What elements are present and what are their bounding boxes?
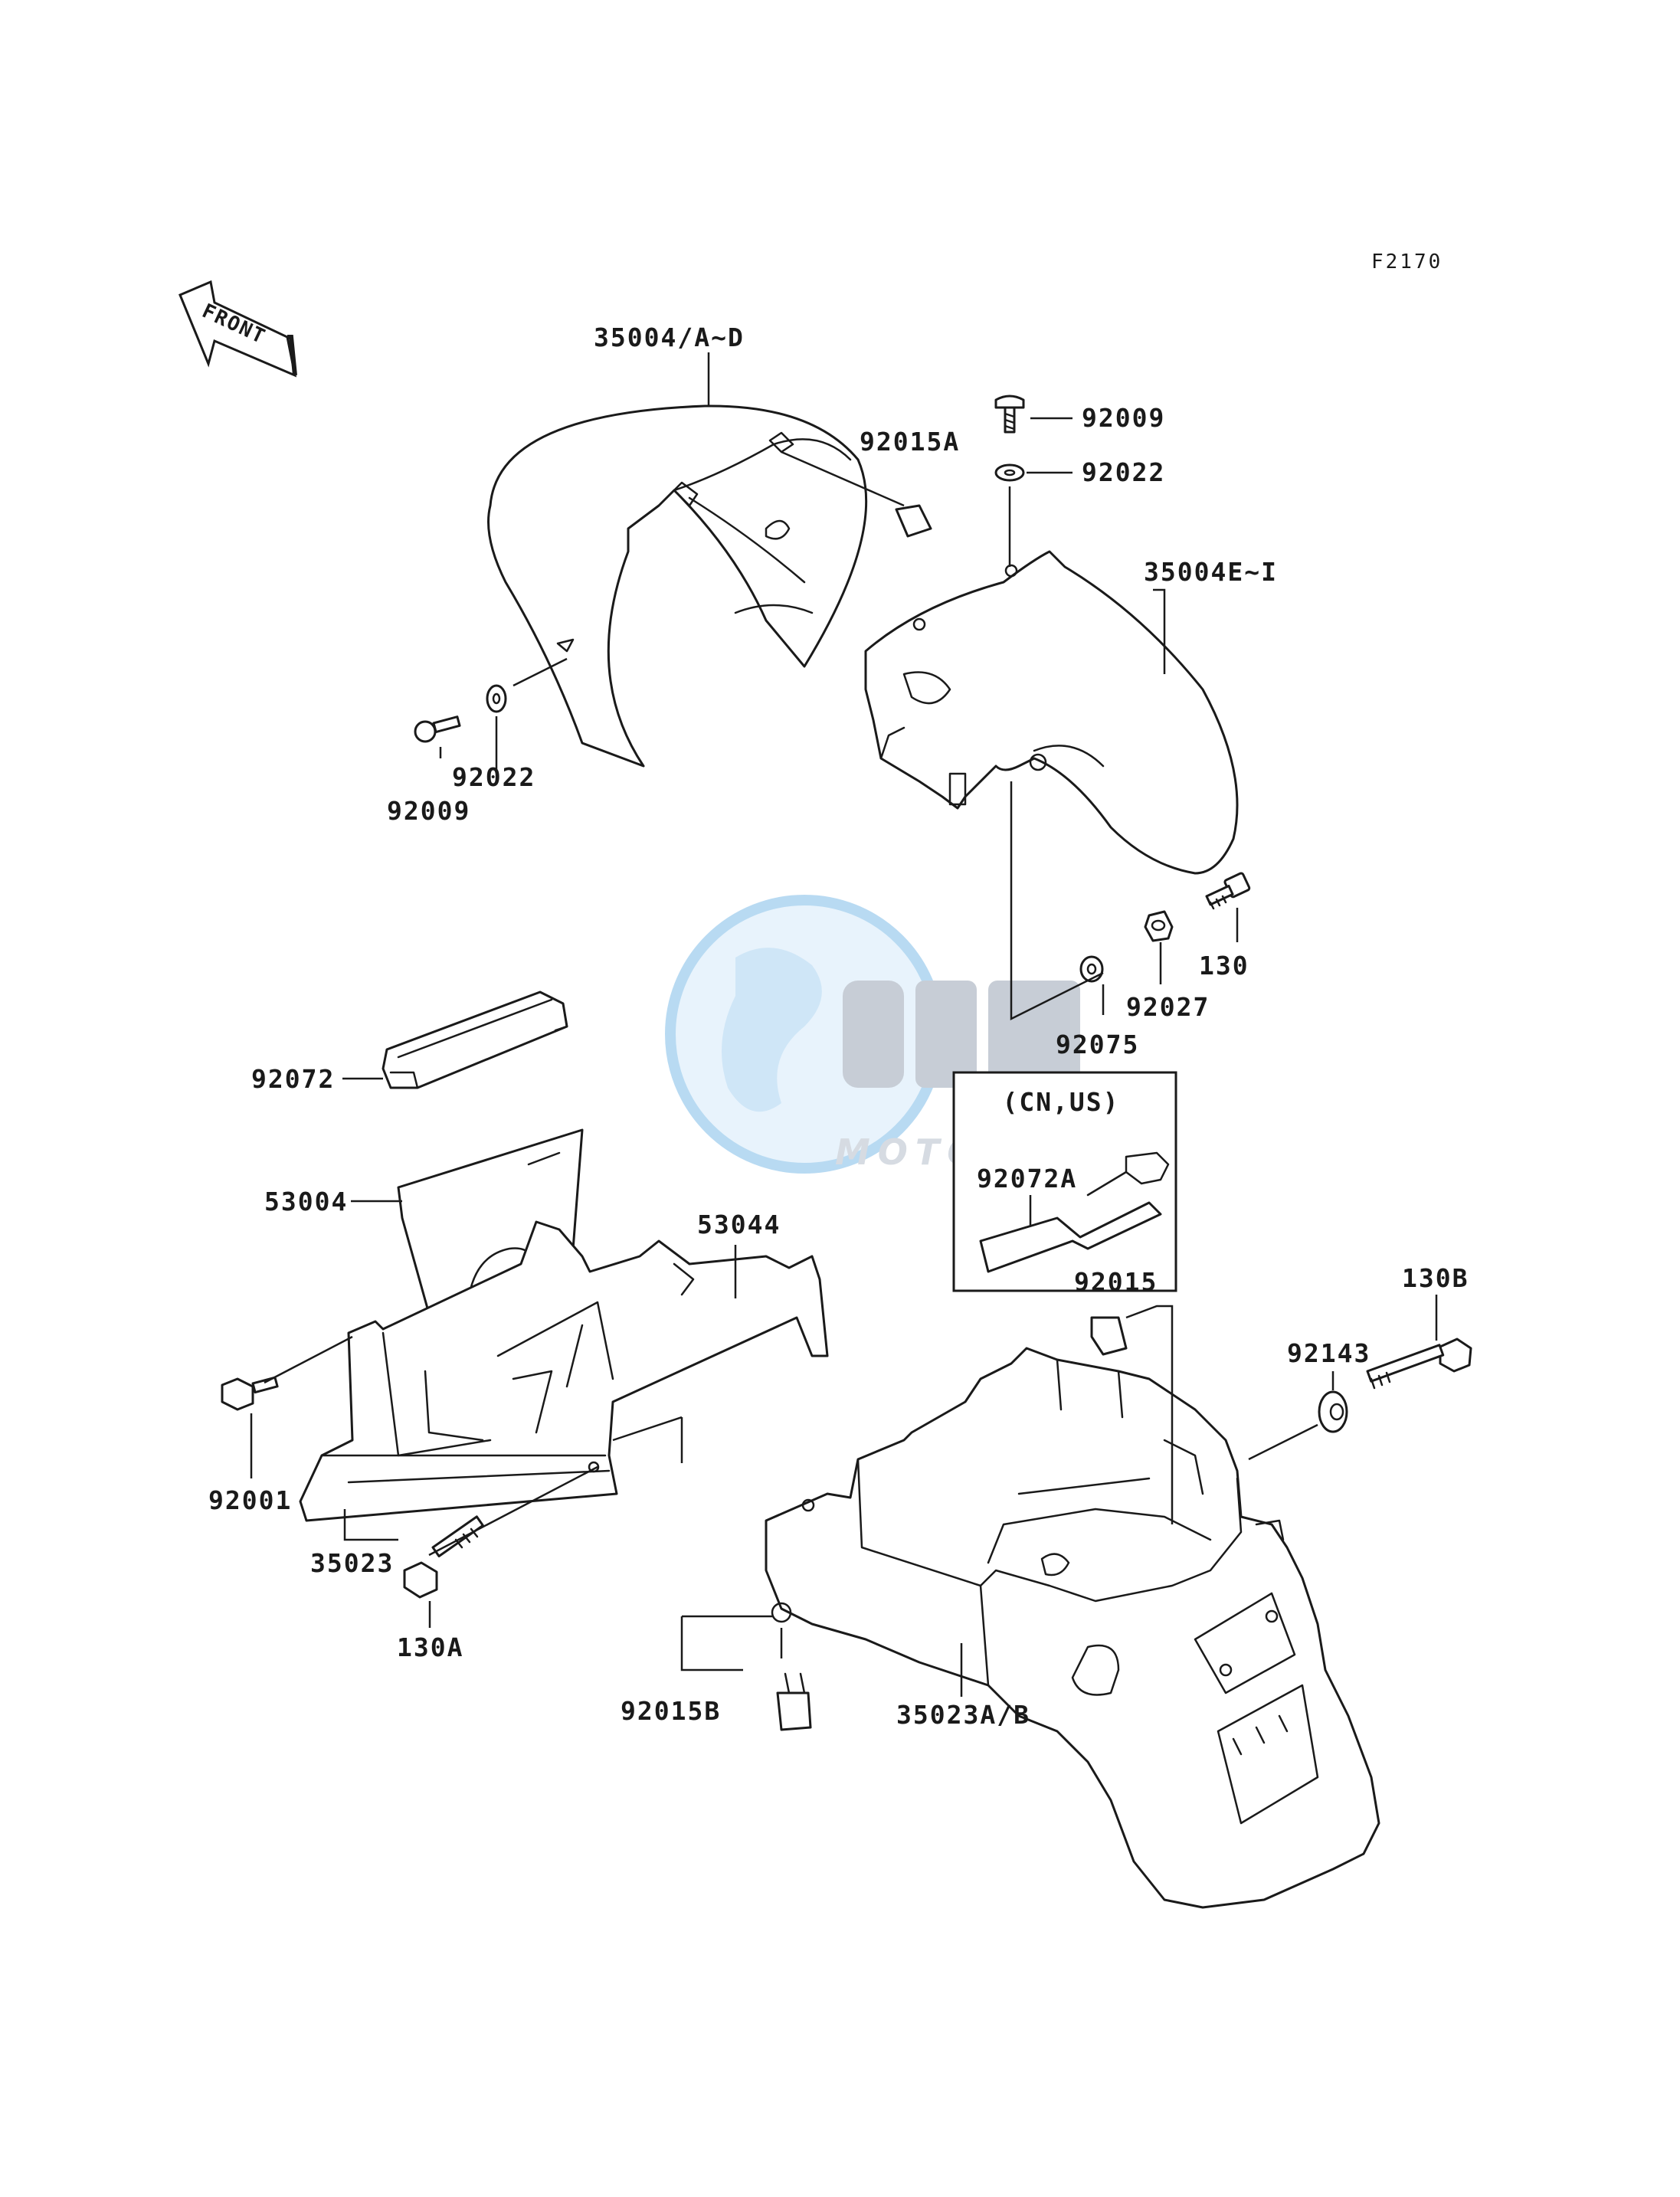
part-label[interactable]: 53044 — [697, 1210, 781, 1239]
part-label[interactable]: 53004 — [264, 1187, 348, 1216]
battery-case-35023 — [299, 1220, 829, 1522]
continent-shape — [722, 948, 822, 1112]
logo-letter-s — [915, 981, 977, 1088]
part-label[interactable]: 35023A/B — [896, 1700, 1030, 1730]
part-label[interactable]: 92015A — [860, 427, 960, 457]
variant-box: (CN,US) — [952, 1071, 1177, 1292]
part-label[interactable]: 35004/A~D — [594, 323, 745, 352]
part-label[interactable]: 92009 — [1082, 403, 1165, 433]
part-label[interactable]: 92072A — [977, 1164, 1077, 1193]
part-label[interactable]: 130B — [1402, 1263, 1469, 1293]
part-label[interactable]: 35023 — [310, 1548, 394, 1578]
bolt-130b — [1366, 1338, 1472, 1390]
part-label[interactable]: 130A — [397, 1632, 463, 1662]
front-fender-front-part — [487, 404, 868, 768]
washer-92022-top — [994, 463, 1025, 482]
part-label[interactable]: 92072 — [251, 1064, 335, 1094]
part-labels: 35004/A~D 92015A 92009 92022 35004E~I 92… — [208, 323, 1469, 1730]
clip-92015a — [895, 504, 932, 538]
part-label[interactable]: 92001 — [208, 1485, 292, 1515]
part-label[interactable]: 92009 — [387, 796, 470, 826]
front-fender-rear-part — [864, 550, 1239, 875]
battery-strap-92072 — [382, 990, 568, 1089]
collar-92143 — [1318, 1390, 1348, 1433]
clip-92015b — [776, 1672, 812, 1731]
part-label[interactable]: 92027 — [1126, 992, 1210, 1022]
part-label[interactable]: 92143 — [1287, 1338, 1371, 1368]
rear-fender-35023ab — [765, 1347, 1380, 1909]
variant-note: (CN,US) — [1002, 1087, 1119, 1117]
clip-92015 — [1090, 1316, 1128, 1356]
part-label[interactable]: 92022 — [452, 762, 535, 792]
collar-92027 — [1144, 910, 1174, 942]
part-label[interactable]: 92075 — [1056, 1030, 1139, 1059]
part-label[interactable]: 92015B — [621, 1696, 721, 1726]
bolt-92001 — [221, 1376, 279, 1411]
bolt-92009-top — [994, 395, 1025, 434]
washer-92022-left — [486, 684, 507, 713]
front-arrow: FRONT — [178, 280, 297, 378]
leader-lines — [250, 352, 1438, 1697]
part-label[interactable]: 92015 — [1074, 1267, 1158, 1297]
bolt-92009-left — [414, 715, 461, 743]
logo-letter-o — [843, 981, 904, 1088]
bolt-130a — [403, 1515, 484, 1599]
part-label[interactable]: 35004E~I — [1144, 557, 1278, 587]
part-label[interactable]: 92022 — [1082, 457, 1165, 487]
bolt-130 — [1205, 872, 1251, 910]
part-label[interactable]: 130 — [1199, 951, 1249, 981]
diagram-code: F2170 — [1371, 250, 1443, 273]
washer-92075 — [1079, 955, 1104, 983]
